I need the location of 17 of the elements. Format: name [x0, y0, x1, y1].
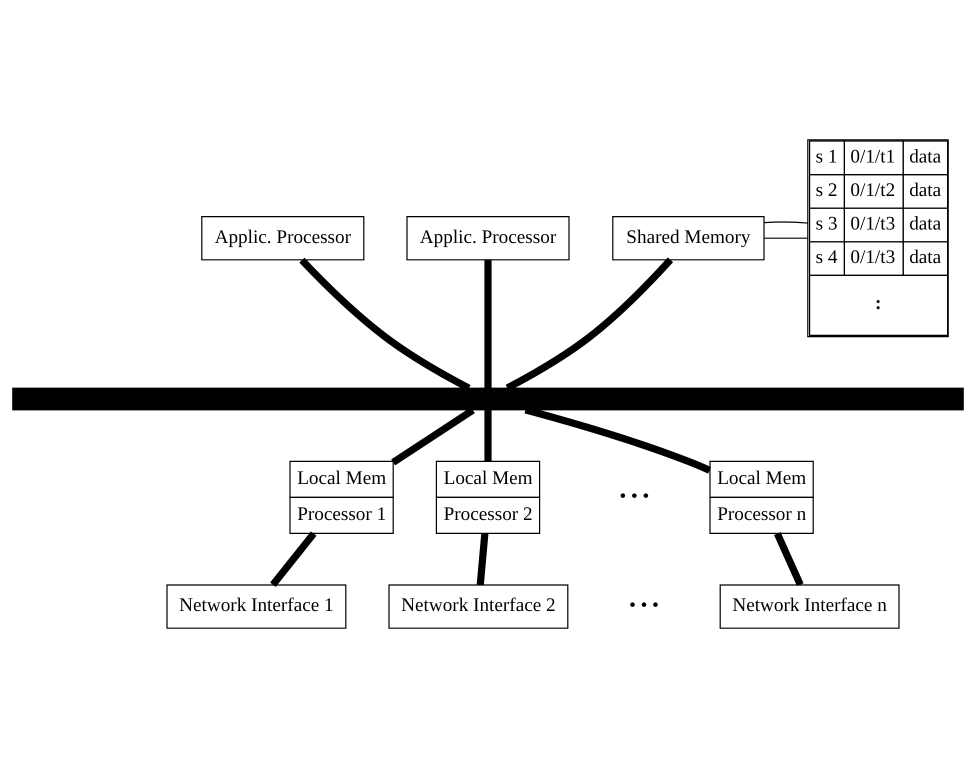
connector: [484, 410, 492, 462]
connector: [774, 532, 804, 586]
connector: [764, 221, 808, 224]
label: • • •: [620, 486, 650, 507]
connector: [391, 407, 475, 466]
connector: [764, 238, 808, 239]
node-box: Network Interface n: [720, 584, 900, 629]
node-box: Applic. Processor: [201, 216, 364, 260]
label: • • •: [629, 595, 659, 616]
connector: [476, 533, 488, 586]
node-box: Shared Memory: [612, 216, 765, 260]
node-box: Applic. Processor: [406, 216, 570, 260]
connector: [484, 260, 492, 388]
node-box: Network Interface 2: [388, 584, 568, 629]
connector: [270, 531, 317, 587]
node-bar: [12, 388, 964, 410]
node-box: Network Interface 1: [166, 584, 346, 629]
